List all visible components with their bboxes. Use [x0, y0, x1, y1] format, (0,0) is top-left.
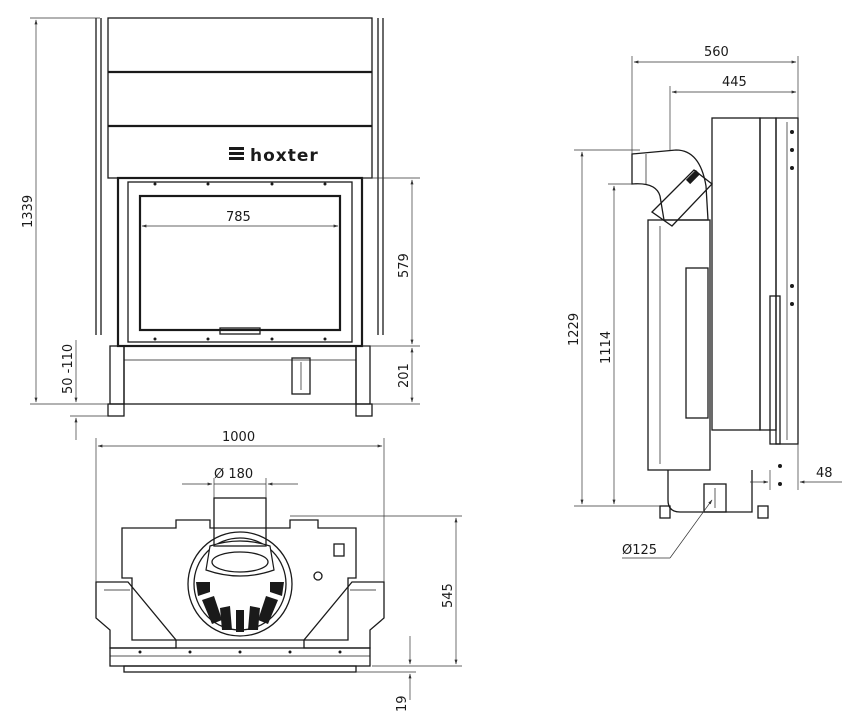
dim-side-flue-axis: 1114 — [599, 331, 614, 364]
side-bolts — [778, 130, 794, 486]
dim-side-offset: 48 — [816, 466, 833, 481]
dim-front-base-height: 201 — [397, 363, 412, 388]
dim-top-flue-diameter: Ø 180 — [214, 467, 253, 482]
dim-front-height-total: 1339 — [21, 195, 36, 228]
dim-side-air-inlet: Ø125 — [622, 543, 657, 558]
side-dimensions: 560 445 1229 1114 48 Ø125 — [567, 45, 842, 559]
dim-side-depth-total: 560 — [704, 45, 729, 60]
dim-front-glass-width: 785 — [226, 210, 251, 225]
top-view — [95, 497, 385, 673]
dim-front-glass-height: 579 — [397, 253, 412, 278]
fan-blades — [196, 582, 284, 632]
top-dimensions: 1000 Ø 180 545 19 — [95, 430, 462, 712]
dim-side-height-total: 1229 — [567, 313, 582, 346]
dim-top-bottom-offset: 19 — [395, 695, 410, 712]
front-view: hoxter — [95, 17, 384, 417]
brand-logo: hoxter — [229, 146, 319, 166]
dim-side-depth-body: 445 — [722, 75, 747, 90]
dim-front-feet-range: 50 -110 — [61, 344, 76, 394]
frame-bolts — [153, 182, 327, 341]
base-bolts — [138, 650, 342, 654]
dim-top-depth: 545 — [441, 583, 456, 608]
brand-name: hoxter — [250, 146, 319, 166]
dim-top-width-total: 1000 — [222, 430, 255, 445]
side-view — [631, 117, 799, 519]
front-dimensions: 1339 785 579 201 50 -110 — [21, 17, 420, 440]
